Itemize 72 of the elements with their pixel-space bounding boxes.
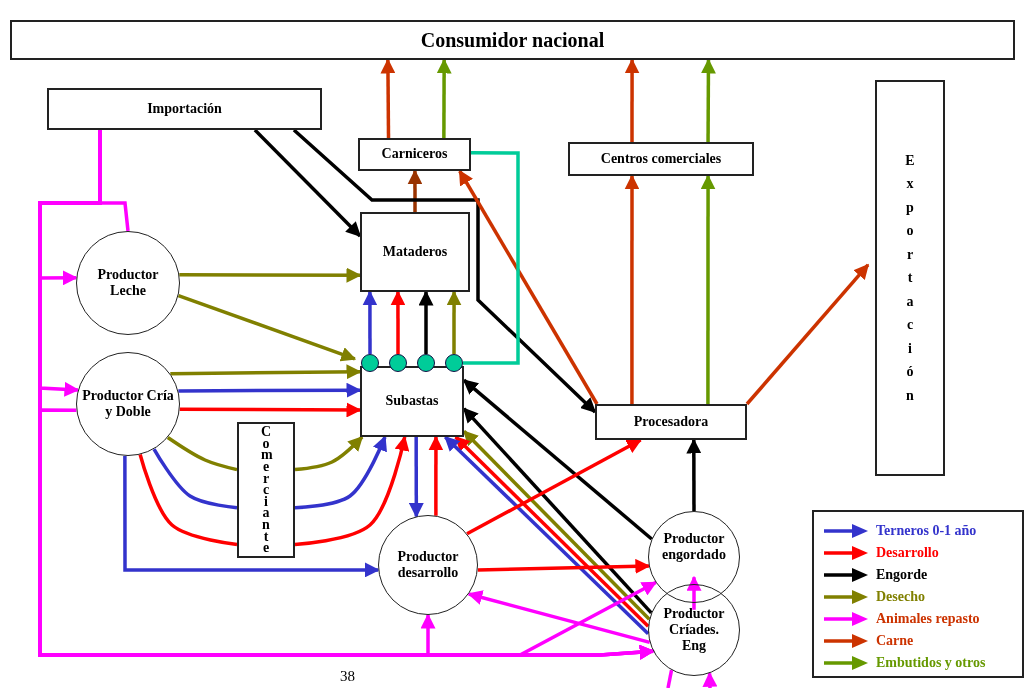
arrow [428,435,444,516]
arrow [700,174,716,404]
arrow [177,293,357,362]
process-box [360,212,470,292]
arrow [702,671,718,688]
arrow [294,435,387,510]
connector-line [166,436,238,472]
node-label: Productor Críades. Eng [662,605,726,655]
legend-label: Desarrollo [876,545,939,561]
legend-label: Engorde [876,567,928,583]
legend-label: Embutidos y otros [876,655,986,671]
arrow [466,438,642,536]
vertical-box [875,80,945,476]
arrow [745,263,870,406]
junction-circle [361,354,379,372]
vertical-box [237,422,295,558]
arrow [362,290,378,354]
arrow [408,437,424,518]
arrow [446,290,462,354]
junction-circle [445,354,463,372]
connector-line [138,454,238,547]
node-label: Exportación [905,151,915,405]
connector-line [463,151,520,365]
junction-circle [417,354,435,372]
arrow [123,455,380,578]
arrow [436,58,452,138]
connector-line [666,669,674,688]
arrow [467,590,651,645]
arrow [380,58,396,138]
arrow [458,169,599,405]
node-label: Productor engordado [661,530,727,564]
arrow [624,58,640,142]
arrow [686,575,702,610]
arrow [390,290,406,354]
process-box [595,404,747,440]
page-number: 38 [340,668,355,685]
node-label: Productor desarrollo [396,548,460,582]
arrow [700,58,716,142]
arrow [407,169,423,212]
node-label: Comerciante [261,426,271,554]
node-label: Mataderos [382,243,448,261]
arrow [292,128,597,414]
node-label: Procesadora [633,413,709,431]
legend-label: Desecho [876,589,925,605]
process-box [47,88,322,130]
arrow [624,174,640,404]
process-box [360,366,464,437]
process-box [358,138,471,171]
node-label: Importación [147,100,222,118]
junction-circle [389,354,407,372]
arrow [477,558,651,574]
arrow [179,402,362,418]
node-label: Carniceros [381,146,448,163]
arrow [253,128,362,238]
arrow [418,290,434,354]
process-box [568,142,754,176]
process-box [10,20,1015,60]
legend-label: Carne [876,633,914,649]
arrow [178,382,362,398]
node-label: Productor Leche [96,266,160,300]
node-label: Productor Cría y Doble [82,387,174,421]
arrow [294,435,364,472]
node-label: Subastas [385,393,439,410]
arrow [686,438,702,511]
legend-label: Terneros 0-1 año [876,523,977,539]
arrow [179,267,362,283]
arrow [294,435,410,547]
node-label: Centros comerciales [600,150,722,168]
arrow [170,364,362,380]
legend-label: Animales repasto [876,611,980,627]
node-label: Consumidor nacional [420,28,605,52]
connector-line [152,448,238,510]
